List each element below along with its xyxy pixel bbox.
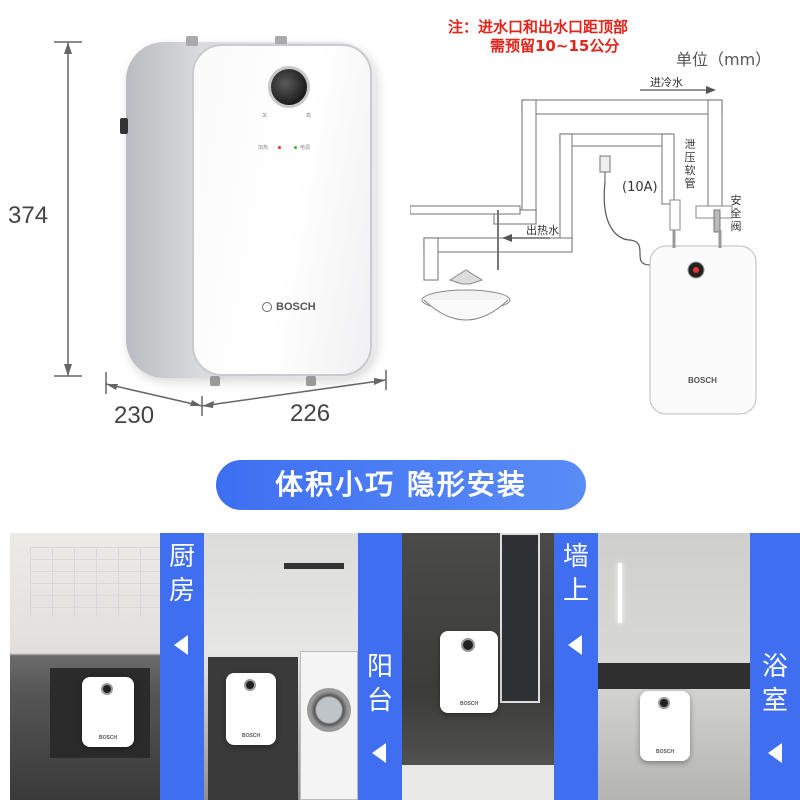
heater-front-panel	[192, 44, 372, 376]
pressure-hose-char: 软	[684, 164, 696, 177]
width-depth-dimension-lines	[105, 370, 387, 416]
scene-wall-photo: BOSCH	[402, 533, 554, 800]
bathroom-counter	[598, 663, 750, 689]
balcony-shelf	[284, 563, 344, 569]
install-note: 注：进水口和出水口距顶部 需预留10~15公分	[448, 18, 628, 56]
scene-kitchen-photo: BOSCH	[10, 533, 160, 800]
knob-label-off: 关	[262, 113, 268, 119]
product-illustration: 374 关 高 加热 电源 BOSCH 230 226	[0, 0, 410, 440]
scene-tag-kitchen-char2: 房	[168, 576, 195, 606]
chevron-left-icon	[372, 743, 386, 763]
scene-tag-balcony-char1: 阳	[366, 652, 393, 682]
indicator-power-light	[294, 146, 297, 149]
knob-label-high: 高	[306, 113, 312, 119]
height-dimension-line	[54, 41, 82, 377]
scene-tag-bathroom-char1: 浴	[761, 652, 788, 682]
unit-label: 单位（mm）	[676, 50, 772, 69]
install-note-line2: 需预留10~15公分	[490, 37, 620, 55]
safety-valve-char: 阀	[730, 220, 742, 233]
depth-value: 230	[114, 402, 155, 429]
chevron-left-icon	[568, 635, 582, 655]
scene-tag-bathroom: 浴 室	[750, 533, 800, 800]
height-value: 374	[8, 202, 49, 229]
balcony-heater: BOSCH	[226, 673, 276, 745]
feature-banner: 体积小巧 隐形安装	[216, 460, 586, 510]
scene-tag-balcony: 阳 台	[358, 533, 402, 800]
inlet-label: 进冷水	[650, 76, 683, 89]
balcony-heater-logo: BOSCH	[242, 733, 261, 739]
diagram-brand-logo: BOSCH	[688, 376, 717, 385]
temperature-knob	[268, 66, 310, 108]
scene-bathroom-photo: BOSCH	[598, 533, 750, 800]
scene-tag-wall: 墙 上	[554, 533, 598, 800]
scene-balcony-photo: BOSCH	[204, 533, 358, 800]
chevron-left-icon	[174, 635, 188, 655]
balcony-washer	[300, 651, 358, 800]
outlet-label: 出热水	[526, 224, 559, 237]
kitchen-heater-knob	[101, 683, 113, 695]
width-value: 226	[290, 400, 331, 427]
scene-tag-kitchen-char1: 厨	[168, 542, 195, 572]
chevron-left-icon	[768, 743, 782, 763]
kitchen-heater-logo: BOSCH	[99, 735, 118, 741]
pressure-hose-label: 泄 压 软 管	[684, 138, 696, 190]
bathroom-heater-logo: BOSCH	[656, 749, 675, 755]
bathroom-heater: BOSCH	[640, 691, 690, 761]
pressure-hose-char: 泄	[684, 138, 696, 151]
bathroom-heater-knob	[658, 697, 670, 709]
pressure-hose-char: 压	[684, 151, 696, 164]
wall-counter	[402, 765, 554, 800]
brand-logo: BOSCH	[276, 301, 316, 313]
bottom-pipe-right	[306, 376, 316, 386]
safety-valve-char: 安	[730, 194, 742, 207]
washer-door	[307, 688, 351, 732]
indicator-heat-label: 加热	[258, 145, 269, 151]
wall-heater-knob	[461, 638, 475, 652]
bosch-logo-icon	[262, 302, 272, 312]
pressure-hose-char: 管	[684, 177, 696, 190]
wall-mirror	[500, 533, 540, 703]
scene-tag-balcony-char2: 台	[366, 686, 393, 716]
bottom-pipe-left	[210, 376, 220, 386]
scene-tag-wall-char2: 上	[562, 576, 589, 606]
kitchen-heater: BOSCH	[82, 677, 134, 747]
kitchen-tiles	[30, 547, 160, 617]
balcony-heater-knob	[244, 679, 256, 691]
wall-heater: BOSCH	[440, 631, 498, 713]
scene-tag-wall-char1: 墙	[562, 542, 589, 572]
side-port	[120, 118, 128, 134]
safety-valve-char: 全	[730, 207, 742, 220]
top-pipe-right	[275, 36, 287, 46]
bathroom-light	[618, 563, 622, 623]
wall-heater-logo: BOSCH	[460, 701, 479, 707]
install-note-line1: 注：进水口和出水口距顶部	[448, 18, 629, 36]
scene-tag-bathroom-char2: 室	[761, 686, 788, 716]
indicator-power-label: 电源	[300, 145, 311, 151]
safety-valve-label: 安 全 阀	[730, 194, 742, 233]
plug-rating-label: (10A)	[622, 180, 658, 195]
indicator-heat-light	[278, 146, 281, 149]
pipe-diagram	[410, 86, 757, 415]
top-pipe-left	[186, 36, 198, 46]
scene-tag-kitchen: 厨 房	[160, 533, 204, 800]
